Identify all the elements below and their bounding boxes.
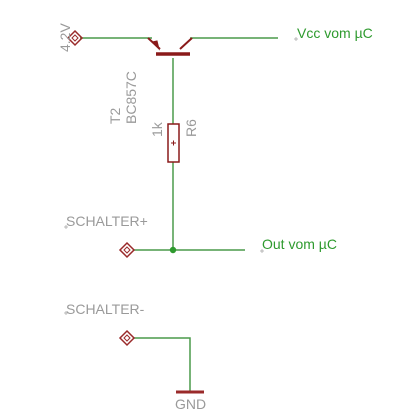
- diamond-pad-icon: [118, 241, 136, 259]
- transistor-name-label: T2: [107, 107, 123, 124]
- out-net-label: Out vom µC: [262, 236, 337, 252]
- supply-voltage-label: 4.2V: [57, 23, 73, 52]
- resistor-value-label: 1k: [149, 121, 165, 137]
- pad-supply: [66, 29, 84, 47]
- schalter-plus-label: SCHALTER+: [66, 213, 148, 229]
- diamond-pad-inner: [123, 334, 131, 342]
- diamond-pad-inner: [71, 34, 79, 42]
- pad-schalter-minus: [118, 329, 136, 347]
- wires: [80, 37, 278, 392]
- pnp-transistor-icon: [147, 37, 193, 56]
- junction-dot-icon: [169, 246, 177, 254]
- wire-gnd: [134, 337, 191, 392]
- resistor-icon: [167, 123, 180, 163]
- resistor-name-label: R6: [183, 119, 199, 137]
- label-markers: [64, 37, 298, 315]
- diamond-pad-icon: [118, 329, 136, 347]
- gnd-label: GND: [175, 396, 206, 412]
- transistor-value-label: BC857C: [123, 71, 139, 124]
- diamond-pad-icon: [66, 29, 84, 47]
- pad-schalter-plus: [118, 241, 136, 259]
- schalter-minus-label: SCHALTER-: [66, 301, 145, 317]
- diamond-pad-inner: [123, 246, 131, 254]
- vcc-net-label: Vcc vom µC: [297, 25, 373, 41]
